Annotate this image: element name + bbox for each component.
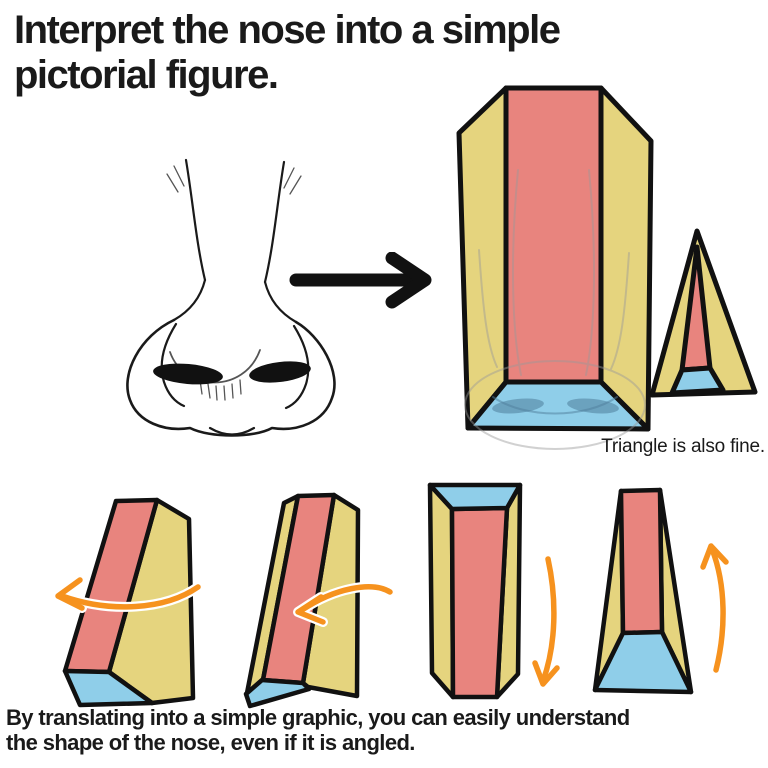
prism-bottom-face: [465, 379, 651, 432]
curved-arrow-down-icon: [532, 556, 560, 687]
prism-slightly-rotated-illustration: [243, 492, 395, 709]
curved-arrow-left-small-icon: [293, 581, 395, 627]
prism-front-face: [503, 85, 604, 385]
rotated-prisms-row: [53, 482, 729, 709]
footer-line-2: the shape of the nose, even if it is ang…: [6, 730, 415, 755]
bottom-face: [243, 677, 312, 709]
nose-ball-outline: [126, 278, 336, 437]
nose-triangle-illustration: [649, 228, 758, 398]
bottom-face: [592, 629, 694, 695]
bottom-face: [62, 668, 155, 708]
page-title: Interpret the nose into a simple pictori…: [14, 8, 561, 98]
title-line-1: Interpret the nose into a simple: [14, 8, 561, 52]
front-face: [618, 487, 665, 636]
prism-rotated-left-illustration: [53, 497, 203, 708]
faint-nose-sketch-overlay: [464, 169, 646, 450]
prism-left-side-face: [456, 85, 509, 431]
footer-text: By translating into a simple graphic, yo…: [6, 705, 630, 755]
curved-arrow-left-icon: [53, 575, 203, 613]
curved-arrow-up-icon: [700, 543, 729, 673]
left-side-face: [427, 482, 456, 700]
triangle-bottom-face: [669, 365, 726, 396]
footer-line-1: By translating into a simple graphic, yo…: [6, 705, 630, 730]
nose-bridge-lines: [166, 158, 302, 284]
title-line-2: pictorial figure.: [14, 53, 279, 97]
prism-tilted-down-illustration: [427, 482, 560, 700]
top-face: [427, 482, 523, 512]
nostrils: [153, 361, 311, 385]
nose-line-art-illustration: [126, 158, 336, 437]
front-face: [449, 505, 510, 700]
faint-nostril-shadows: [492, 396, 619, 415]
prism-tilted-up-illustration: [592, 487, 729, 695]
nose-prism-front-illustration: [456, 85, 654, 450]
arrow-right-icon: [289, 252, 432, 309]
triangle-note: Triangle is also fine.: [601, 436, 765, 457]
